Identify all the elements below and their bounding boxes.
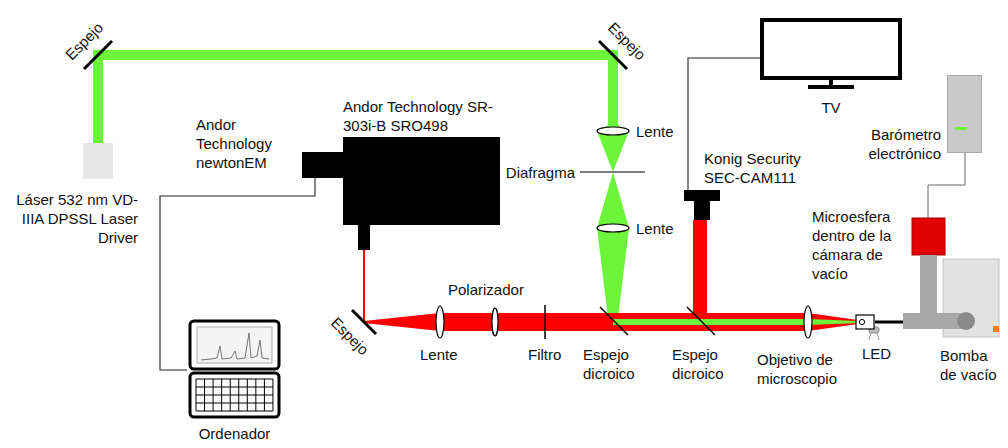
device-label: Láser 532 nm VD-IIIA DPSSL Laser Driver <box>8 190 138 247</box>
vacuum-cell-outline <box>855 314 875 330</box>
security-camera: Konig Security SEC-CAM111 <box>684 190 720 220</box>
ccd-camera: Andor Technology newtonEM <box>302 152 343 178</box>
vacuum-pump: Bomba de vacío <box>942 258 1000 338</box>
part-label: Lente <box>420 345 458 364</box>
cable <box>160 178 315 370</box>
tv-monitor-outline <box>760 18 902 92</box>
tv-monitor: TV <box>760 18 902 92</box>
part-label: Filtro <box>528 345 561 364</box>
device-label: Andor Technology SR-303i-B SRO498 <box>343 97 513 135</box>
microscope-objective <box>804 306 812 338</box>
security-camera-outline <box>684 190 720 220</box>
part-label: Polarizador <box>448 280 524 299</box>
device-label: Konig Security SEC-CAM111 <box>704 149 834 187</box>
computer-outline <box>187 318 282 420</box>
device-label: Microesfera dentro de la cámara de vacío <box>812 207 908 283</box>
diaphragm <box>580 171 645 172</box>
barometer: Barómetro electrónico <box>947 75 982 153</box>
laser-beam <box>597 125 629 172</box>
spectrometer-port <box>358 224 370 250</box>
part-label: Objetivo de microscopio <box>757 350 857 388</box>
vacuum-cell: Microesfera dentro de la cámara de vacío <box>855 314 875 330</box>
led-leg <box>877 333 879 340</box>
pressure-sensor <box>912 218 945 255</box>
dichroic-mirror <box>687 307 715 335</box>
laser-beam <box>808 319 858 325</box>
barometer-cable <box>928 153 965 218</box>
device-label: Bomba de vacío <box>940 346 1004 384</box>
polarizer <box>492 308 498 336</box>
signal-beam <box>364 313 440 331</box>
part-label: LED <box>862 344 891 363</box>
vacuum-pipe <box>920 255 937 315</box>
laser-source: Láser 532 nm VD-IIIA DPSSL Laser Driver <box>83 143 113 179</box>
signal-beam <box>363 250 365 322</box>
laser-beam <box>597 172 629 318</box>
part-label: Lente <box>636 122 674 141</box>
laser-beam <box>98 55 613 143</box>
signal-beam <box>808 313 858 331</box>
device-label: TV <box>760 98 902 117</box>
spectrometer-box: Andor Technology SR-303i-B SRO498 <box>343 137 500 225</box>
part-label: Lente <box>636 219 674 238</box>
laser-beam <box>613 319 808 325</box>
part-label: Espejo dicroico <box>583 345 657 383</box>
part-label: Diafragma <box>495 163 575 182</box>
device-label: Barómetro electrónico <box>841 125 941 163</box>
led-leg <box>869 333 871 340</box>
dichroic-mirror <box>600 307 628 335</box>
lens <box>597 224 629 232</box>
vacuum-tube <box>875 321 905 324</box>
device-label: Andor Technology newtonEM <box>196 115 296 172</box>
device-label: Ordenador <box>167 424 302 443</box>
part-label: Espejo <box>327 313 373 359</box>
vacuum-pipe <box>903 313 963 329</box>
barometer-outline <box>947 75 982 153</box>
signal-beam <box>693 220 707 320</box>
filter <box>544 305 546 339</box>
computer: Ordenador <box>187 318 282 420</box>
lens <box>436 306 444 338</box>
lens <box>597 127 629 135</box>
part-label: Espejo dicroico <box>672 345 746 383</box>
vacuum-pump-outline <box>942 258 1000 338</box>
